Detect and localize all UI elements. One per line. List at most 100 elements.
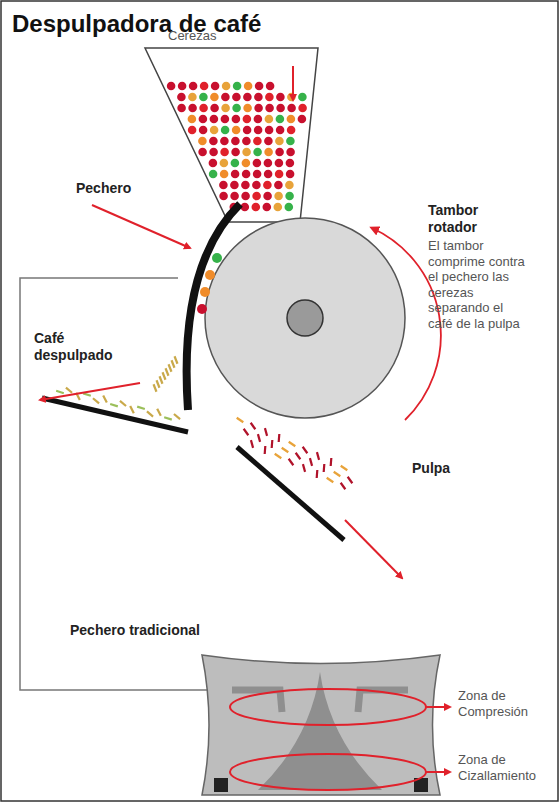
zone-label: Zona de Compresión bbox=[458, 688, 554, 719]
cherry bbox=[253, 137, 262, 146]
cherry bbox=[189, 82, 198, 91]
fragment bbox=[137, 407, 145, 409]
cherry bbox=[198, 137, 207, 146]
cherry bbox=[178, 82, 187, 91]
cherry bbox=[286, 137, 295, 146]
fragment bbox=[56, 391, 64, 393]
cherry bbox=[276, 104, 285, 113]
cherry bbox=[286, 148, 295, 157]
fragment bbox=[93, 398, 99, 403]
cherry bbox=[243, 104, 252, 113]
cherry bbox=[188, 104, 197, 113]
part-label: Pechero bbox=[76, 180, 156, 197]
cherry bbox=[220, 170, 229, 179]
cherry bbox=[276, 93, 285, 102]
cherry bbox=[285, 203, 294, 212]
cherry bbox=[200, 287, 210, 297]
fragment bbox=[147, 411, 153, 416]
fragment bbox=[258, 434, 260, 442]
pechero bbox=[187, 204, 240, 410]
cherry bbox=[254, 126, 263, 135]
fragment bbox=[160, 376, 163, 383]
cherry bbox=[177, 104, 186, 113]
cherry bbox=[209, 159, 218, 168]
fragment bbox=[251, 440, 253, 448]
fragment bbox=[289, 442, 296, 447]
cherry bbox=[275, 148, 284, 157]
cherry bbox=[275, 137, 284, 146]
cherry bbox=[230, 192, 239, 201]
cherry bbox=[219, 192, 228, 201]
fragment bbox=[265, 428, 267, 436]
fragment bbox=[296, 453, 301, 460]
fragment bbox=[316, 470, 319, 478]
fragment bbox=[310, 458, 312, 466]
cherry bbox=[265, 104, 274, 113]
fragment bbox=[317, 452, 319, 460]
fragment bbox=[282, 448, 289, 453]
cherry bbox=[252, 181, 261, 190]
cherry bbox=[231, 137, 240, 146]
fragment bbox=[120, 401, 126, 406]
cherry bbox=[274, 181, 283, 190]
cherry bbox=[232, 93, 241, 102]
cherry bbox=[219, 181, 228, 190]
cherry bbox=[298, 115, 307, 124]
cherry bbox=[209, 137, 218, 146]
cherry bbox=[287, 93, 296, 102]
plate-guides bbox=[232, 690, 408, 712]
fragment bbox=[157, 380, 160, 387]
fragment bbox=[251, 423, 256, 430]
cherry bbox=[275, 159, 284, 168]
drum-hub bbox=[287, 300, 323, 336]
cherry bbox=[265, 93, 274, 102]
cherry bbox=[285, 181, 294, 190]
cherries bbox=[167, 82, 307, 212]
cherry bbox=[188, 126, 197, 135]
cherry bbox=[230, 181, 239, 190]
cherry bbox=[167, 82, 176, 91]
rotating-drum bbox=[205, 218, 405, 418]
fragment bbox=[341, 483, 346, 490]
cherry bbox=[232, 104, 241, 113]
fragment bbox=[271, 440, 274, 448]
fragment bbox=[83, 393, 91, 395]
cherry bbox=[264, 137, 273, 146]
shear-zone bbox=[230, 754, 426, 790]
cherry bbox=[221, 93, 230, 102]
cherry bbox=[244, 82, 253, 91]
pulp-arrow bbox=[345, 520, 402, 578]
part-label: Cerezas bbox=[168, 28, 248, 44]
part-label: Tambor rotador bbox=[428, 202, 518, 236]
coffee-arrow bbox=[40, 383, 140, 400]
cherry bbox=[221, 126, 230, 135]
cherry bbox=[276, 115, 285, 124]
fragment bbox=[275, 454, 282, 459]
cherry bbox=[221, 115, 230, 124]
cherry bbox=[188, 93, 197, 102]
cherry bbox=[287, 104, 296, 113]
fragment bbox=[103, 395, 107, 402]
cherry bbox=[242, 148, 251, 157]
cherry bbox=[231, 170, 240, 179]
cherry bbox=[254, 115, 263, 124]
cherry bbox=[264, 170, 273, 179]
cherry bbox=[212, 253, 222, 263]
cherry bbox=[241, 192, 250, 201]
part-label: Pechero tradicional bbox=[70, 622, 270, 639]
zone-arrow bbox=[426, 706, 450, 708]
fragment bbox=[110, 404, 118, 406]
cherry bbox=[242, 159, 251, 168]
cherry bbox=[205, 270, 215, 280]
cherry bbox=[198, 148, 207, 157]
fragment bbox=[341, 466, 348, 471]
cherry bbox=[255, 82, 264, 91]
cherry bbox=[287, 126, 296, 135]
cherry bbox=[286, 159, 295, 168]
fragment bbox=[154, 384, 157, 391]
fragment bbox=[278, 434, 281, 442]
fragment bbox=[289, 459, 294, 466]
cherry bbox=[233, 82, 242, 91]
fragment bbox=[169, 364, 172, 371]
